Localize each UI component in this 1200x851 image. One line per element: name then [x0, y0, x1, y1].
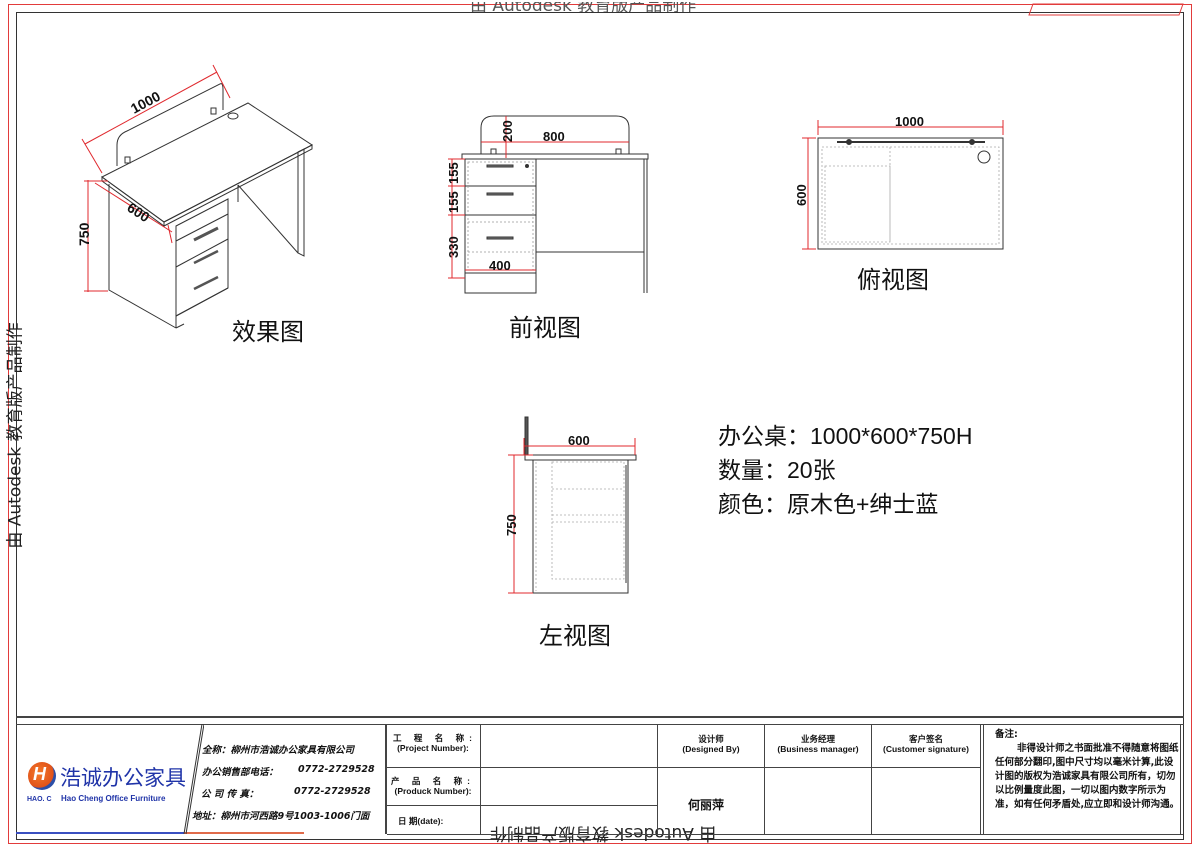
notes: 备注: 非得设计师之书面批准不得随意将图纸任何部分翻印,图中尺寸均以毫米计算,此…	[995, 728, 1180, 812]
designer-header: 设计师 (Designed By)	[682, 734, 740, 754]
title-block	[16, 716, 1184, 840]
sales-phone-label: 办公销售部电话：	[202, 767, 279, 778]
top-dim-width: 1000	[895, 114, 924, 129]
left-dim-height: 750	[504, 514, 519, 536]
spec-color: 颜色：原木色+绅士蓝	[718, 491, 939, 517]
manager-header: 业务经理 (Business manager)	[777, 734, 859, 754]
company-logo: H 浩诚办公家具 HAO. C Hao Cheng Office Furnitu…	[20, 728, 195, 836]
tb-divider	[764, 724, 765, 834]
product-label: 产 品 名 称: (Produck Number):	[391, 776, 475, 796]
logo-underline-blue	[16, 832, 184, 834]
watermark-top: 由 Autodesk 教育版产品制作	[470, 2, 697, 12]
front-dim-drawer2: 155	[446, 191, 461, 213]
corner-tab	[1028, 3, 1184, 16]
tb-divider	[871, 724, 872, 834]
top-view-label: 俯视图	[857, 266, 929, 294]
manager-signature-field[interactable]	[766, 769, 870, 833]
iso-dim-width: 1000	[128, 88, 163, 117]
tb-divider	[657, 724, 658, 834]
company-address: 地址：柳州市河西路9号1003-1006门面	[192, 811, 370, 822]
designer-name: 何丽萍	[688, 798, 725, 812]
left-view-label: 左视图	[539, 622, 611, 650]
left-dim-depth: 600	[568, 433, 590, 448]
customer-signature-field[interactable]	[873, 769, 979, 833]
sales-phone: 0772-2729528	[298, 764, 375, 775]
spec-product: 办公桌：1000*600*750H	[718, 423, 973, 449]
tb-bottom-line	[387, 834, 1183, 835]
project-label: 工 程 名 称: (Project Number):	[393, 733, 477, 753]
fax-label: 公 司 传 真：	[201, 789, 259, 800]
project-number-field[interactable]	[483, 728, 655, 766]
outer-red-frame	[8, 4, 1192, 844]
tb-row-divider	[387, 767, 980, 768]
title-block-inner	[16, 724, 1184, 843]
notes-title: 备注:	[995, 729, 1018, 740]
spec-quantity: 数量：20张	[718, 457, 836, 483]
tb-divider	[480, 724, 481, 834]
top-view-drawing: 1000 600	[794, 114, 1004, 250]
front-dim-drawer3: 330	[446, 236, 461, 258]
logo-badge-icon: H	[28, 762, 56, 790]
customer-header: 客户签名 (Customer signature)	[883, 734, 969, 754]
front-dim-drawer1: 155	[446, 162, 461, 184]
front-view-drawing: 200 800 155 155 330 400	[446, 115, 649, 294]
left-view-drawing: 600 750	[504, 416, 637, 594]
company-full-name: 全称：柳州市浩诚办公家具有限公司	[202, 745, 355, 756]
front-view-label: 前视图	[509, 314, 581, 342]
tb-divider	[980, 724, 981, 834]
logo-chinese-name: 浩诚办公家具	[60, 766, 186, 790]
logo-abbreviation: HAO. C	[27, 796, 52, 803]
front-dim-screen-height: 200	[500, 120, 515, 142]
iso-view-drawing: 1000 600 750	[76, 64, 313, 329]
top-dim-depth: 600	[794, 184, 809, 206]
date-field[interactable]	[483, 807, 655, 833]
tb-divider	[1180, 724, 1181, 834]
watermark-left: 由 Autodesk 教育版产品制作	[5, 322, 26, 549]
logo-english-name: Hao Cheng Office Furniture	[61, 794, 166, 803]
date-label: 日 期(date):	[398, 816, 444, 826]
company-info: 全称：柳州市浩诚办公家具有限公司 办公销售部电话： 0772-2729528 公…	[192, 718, 398, 836]
tb-divider	[385, 724, 387, 834]
front-dim-screen-width: 800	[543, 129, 565, 144]
drawing-border	[16, 12, 1184, 840]
notes-body: 非得设计师之书面批准不得随意将图纸任何部分翻印,图中尺寸均以毫米计算,此设计图的…	[995, 743, 1180, 810]
iso-dim-height: 750	[76, 222, 92, 246]
product-number-field[interactable]	[483, 769, 655, 804]
tb-row-divider	[387, 805, 657, 806]
logo-underline-red	[184, 832, 304, 834]
slash-divider	[183, 724, 204, 834]
fax-number: 0772-2729528	[294, 786, 371, 797]
tb-divider	[983, 724, 984, 834]
front-dim-pedestal-width: 400	[489, 258, 511, 273]
iso-view-label: 效果图	[232, 318, 304, 346]
